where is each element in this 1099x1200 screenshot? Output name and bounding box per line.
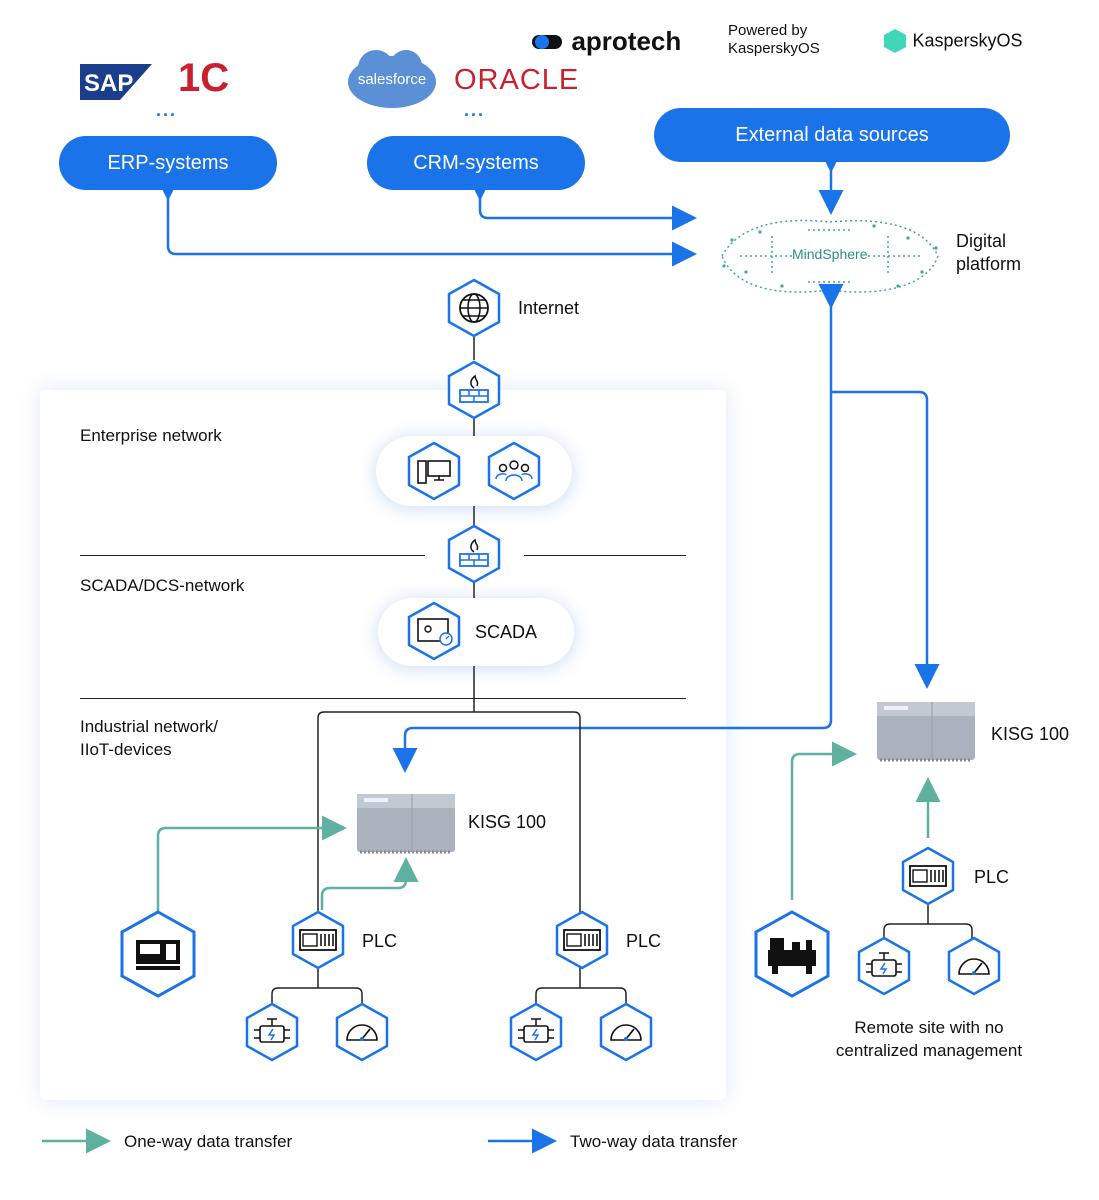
enterprise-network-label: Enterprise network (80, 426, 222, 445)
kisg-label-remote: KISG 100 (991, 724, 1070, 744)
globe-icon (444, 278, 504, 343)
machine-to-gateway (156, 815, 347, 912)
industrial-bus (317, 711, 581, 934)
plc-label-middle: PLC (626, 931, 662, 951)
engine-icon (854, 936, 914, 1001)
erp-link (155, 176, 697, 267)
industrial-network-label: Industrial network/ IIoT-devices (80, 717, 218, 759)
remote-site-label: Remote site with no centralized manageme… (835, 1018, 1023, 1060)
firewall-icon (444, 360, 504, 425)
engine-icon (506, 1002, 566, 1067)
separator-enterprise (80, 555, 425, 556)
erp-ellipsis: ... (156, 100, 178, 120)
aprotech-logo: aprotech (531, 26, 681, 57)
gauge-icon (944, 936, 1004, 1001)
remote-gateway-link (831, 390, 940, 689)
onec-logo: 1C (178, 56, 230, 100)
svg-text:salesforce: salesforce (358, 71, 426, 88)
mindsphere-label: MindSphere (792, 246, 868, 262)
separator-enterprise-right (524, 555, 686, 556)
scada-network-label: SCADA/DCS-network (80, 576, 245, 595)
kisg-label-local: KISG 100 (468, 812, 547, 832)
legend-two-way: Two-way data transfer (570, 1132, 738, 1151)
plc-label-left: PLC (362, 931, 398, 951)
plc-icon (898, 846, 958, 911)
lathe-to-gateway (790, 741, 857, 900)
oracle-logo: ORACLE (454, 64, 580, 96)
machine-icon (118, 910, 198, 1003)
firewall-icon (444, 524, 504, 589)
separator-scada (80, 698, 686, 699)
users-icon (484, 441, 544, 506)
plc-icon (552, 910, 612, 975)
plc-icon (288, 910, 348, 975)
mindsphere-cloud: MindSphere (712, 210, 948, 300)
computer-icon (404, 441, 464, 506)
crm-link (467, 176, 697, 231)
plc-label-remote: PLC (974, 867, 1010, 887)
gauge-icon (332, 1002, 392, 1067)
lathe-icon (752, 910, 832, 1003)
kasperskyos-logo: KasperskyOS (882, 28, 1023, 54)
crm-ellipsis: ... (464, 100, 486, 120)
legend-one-way: One-way data transfer (124, 1132, 293, 1151)
local-gateway-link (392, 392, 833, 773)
sap-logo: SAP (80, 64, 152, 100)
plc-to-gateway (320, 857, 419, 910)
engine-icon (242, 1002, 302, 1067)
salesforce-logo: salesforce (346, 48, 438, 112)
internet-label: Internet (518, 298, 580, 318)
scada-label: SCADA (475, 622, 538, 642)
powered-by-kasperskyos: Powered by KasperskyOS (728, 22, 820, 57)
digital-platform-label: Digital platform (956, 231, 1022, 274)
kisg-gateway-local (356, 788, 456, 863)
kisg-gateway-remote (876, 696, 976, 771)
svg-text:SAP: SAP (84, 70, 133, 97)
scada-icon (404, 601, 464, 666)
gauge-icon (596, 1002, 656, 1067)
